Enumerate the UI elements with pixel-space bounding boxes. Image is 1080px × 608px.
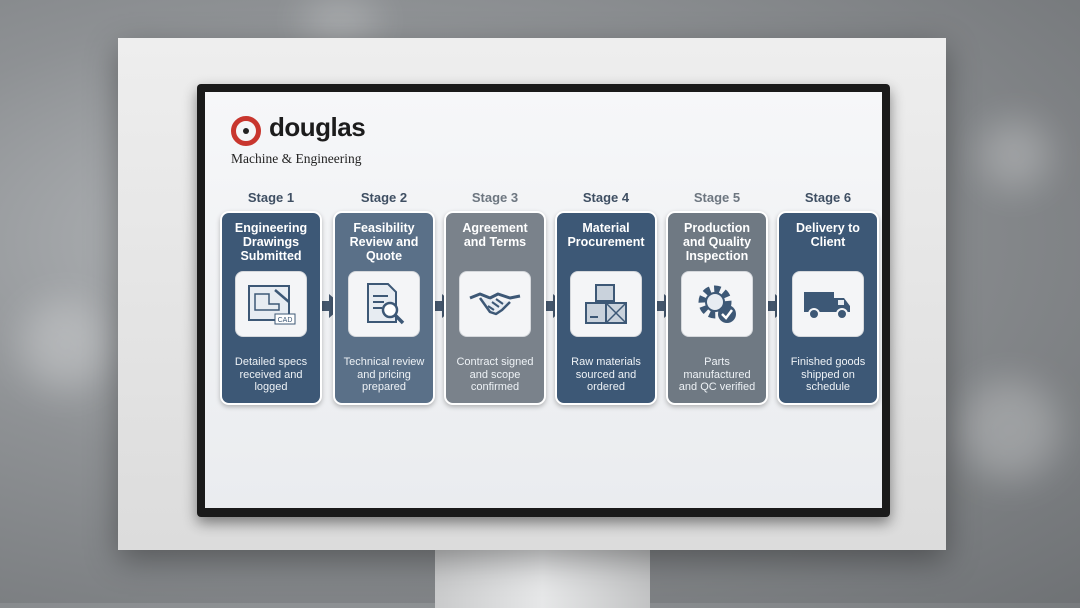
stage-5: Stage 5 Production and Quality Inspectio… bbox=[666, 190, 768, 405]
boxes-icon bbox=[570, 271, 642, 337]
stage-title: Production and Quality Inspection bbox=[682, 221, 752, 263]
flow-arrow bbox=[546, 301, 554, 311]
stage-title: Engineering Drawings Submitted bbox=[234, 221, 308, 263]
cad-badge: CAD bbox=[278, 317, 293, 324]
stage-description: Finished goods shipped on schedule bbox=[790, 356, 866, 393]
truck-icon bbox=[792, 271, 864, 337]
stage-card: Agreement and Terms Contract signed and … bbox=[444, 211, 546, 405]
stage-card: Material Procurement Raw materials sourc… bbox=[555, 211, 657, 405]
stage-title: Agreement and Terms bbox=[462, 221, 528, 249]
stage-label: Stage 4 bbox=[582, 190, 630, 205]
stage-description: Technical review and pricing prepared bbox=[343, 356, 425, 393]
gear-check-icon bbox=[681, 271, 753, 337]
monitor: douglas Machine & Engineering Stage 1 En… bbox=[197, 84, 890, 517]
stage-card: Production and Quality Inspection Parts … bbox=[666, 211, 768, 405]
screen: douglas Machine & Engineering Stage 1 En… bbox=[205, 92, 882, 508]
process-flow: Stage 1 Engineering Drawings Submitted C… bbox=[220, 190, 880, 420]
logo-target-icon bbox=[231, 116, 261, 146]
stage-description: Contract signed and scope confirmed bbox=[456, 356, 534, 393]
monitor-stand bbox=[435, 548, 650, 608]
stage-label: Stage 3 bbox=[471, 190, 519, 205]
stage-description: Detailed specs received and logged bbox=[234, 356, 308, 393]
stage-label: Stage 2 bbox=[360, 190, 408, 205]
stage-3: Stage 3 Agreement and Terms Contract sig… bbox=[444, 190, 546, 405]
document-magnifier-icon bbox=[348, 271, 420, 337]
flow-arrow bbox=[435, 301, 443, 311]
stage-description: Parts manufactured and QC verified bbox=[678, 356, 756, 393]
stage-card: Delivery to Client Finished goods shippe… bbox=[777, 211, 879, 405]
handshake-icon bbox=[459, 271, 531, 337]
flow-arrow bbox=[657, 301, 665, 311]
stage-title: Material Procurement bbox=[567, 221, 645, 249]
company-subtitle: Machine & Engineering bbox=[231, 151, 362, 166]
stage-6: Stage 6 Delivery to Client Finished good… bbox=[777, 190, 879, 405]
flow-arrow bbox=[322, 301, 330, 311]
stage-label: Stage 6 bbox=[804, 190, 852, 205]
stage-4: Stage 4 Material Procurement Raw bbox=[555, 190, 657, 405]
stage-2: Stage 2 Feasibility Review and Quote bbox=[333, 190, 435, 405]
flow-arrow bbox=[768, 301, 776, 311]
stage-1: Stage 1 Engineering Drawings Submitted C… bbox=[220, 190, 322, 405]
stage-card: Engineering Drawings Submitted CAD Detai… bbox=[220, 211, 322, 405]
stage-title: Delivery to Client bbox=[796, 221, 860, 249]
stage-card: Feasibility Review and Quote Technical r… bbox=[333, 211, 435, 405]
stage-title: Feasibility Review and Quote bbox=[349, 221, 419, 263]
stage-label: Stage 5 bbox=[693, 190, 741, 205]
company-name: douglas bbox=[269, 112, 366, 142]
cad-drawing-icon: CAD bbox=[235, 271, 307, 337]
stage-description: Raw materials sourced and ordered bbox=[571, 356, 641, 393]
stage-label: Stage 1 bbox=[247, 190, 295, 205]
